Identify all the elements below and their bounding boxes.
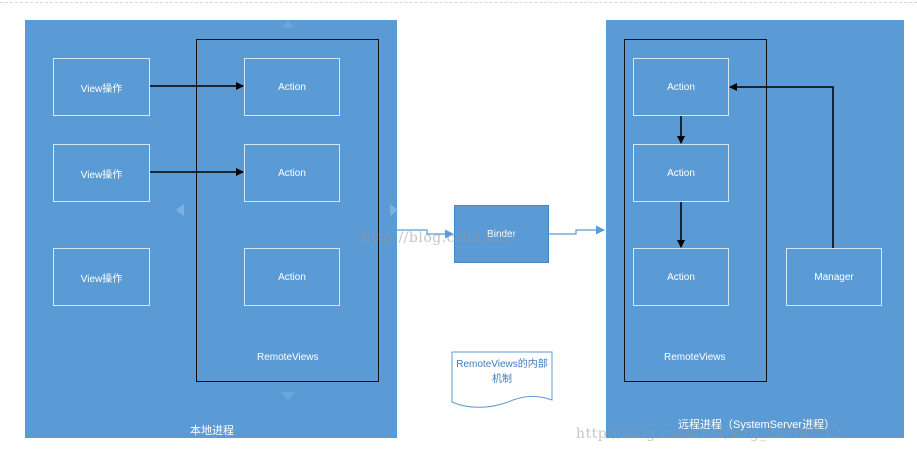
- action-label: Action: [667, 271, 695, 283]
- local-process-title: 本地进程: [190, 425, 234, 437]
- note-text-overlay: RemoteViews的内部机制: [456, 359, 548, 385]
- action-label: Action: [278, 81, 306, 93]
- note-shape: [451, 351, 553, 408]
- resize-handle-right: [390, 204, 398, 216]
- remote-process-panel: [606, 20, 904, 438]
- remoteviews-label-left: RemoteViews: [257, 352, 319, 363]
- view-operation-box-3: View操作: [53, 248, 150, 306]
- binder-box: Binder: [454, 205, 549, 263]
- connector-binder-to-remote: [549, 225, 605, 235]
- watermark-bottom: http://blog.csdn.net/wrg_20100512: [576, 426, 843, 442]
- action-box-right-3: Action: [633, 248, 729, 306]
- action-label: Action: [667, 167, 695, 179]
- action-box-left-3: Action: [244, 248, 340, 306]
- top-dashed-line: [0, 2, 917, 3]
- remoteviews-label-right: RemoteViews: [664, 352, 726, 363]
- view-operation-label: View操作: [80, 273, 123, 285]
- remote-process-title: 远程进程（SystemServer进程）: [678, 419, 836, 431]
- remoteviews-frame-right: [624, 39, 767, 382]
- action-box-right-1: Action: [633, 58, 729, 116]
- action-box-right-2: Action: [633, 144, 729, 202]
- view-operation-box-2: View操作: [53, 144, 150, 202]
- resize-handle-top: [282, 20, 294, 28]
- arrow-manager-to-action: [729, 83, 834, 248]
- view-operation-label: View操作: [80, 169, 123, 181]
- connector-local-to-binder: [397, 229, 454, 239]
- manager-label: Manager: [814, 271, 854, 283]
- local-process-panel: [25, 20, 397, 438]
- binder-label: Binder: [487, 228, 516, 240]
- action-label: Action: [667, 81, 695, 93]
- view-operation-label: View操作: [80, 83, 123, 95]
- remoteviews-frame-left: [196, 39, 379, 382]
- manager-box: Manager: [786, 248, 882, 306]
- resize-handle-left: [176, 204, 184, 216]
- watermark-center: http://blog.csdn.net/: [362, 230, 517, 246]
- view-operation-box-1: View操作: [53, 58, 150, 116]
- action-label: Action: [278, 271, 306, 283]
- action-box-left-1: Action: [244, 58, 340, 116]
- action-label: Action: [278, 167, 306, 179]
- action-box-left-2: Action: [244, 144, 340, 202]
- resize-handle-bottom: [281, 392, 295, 400]
